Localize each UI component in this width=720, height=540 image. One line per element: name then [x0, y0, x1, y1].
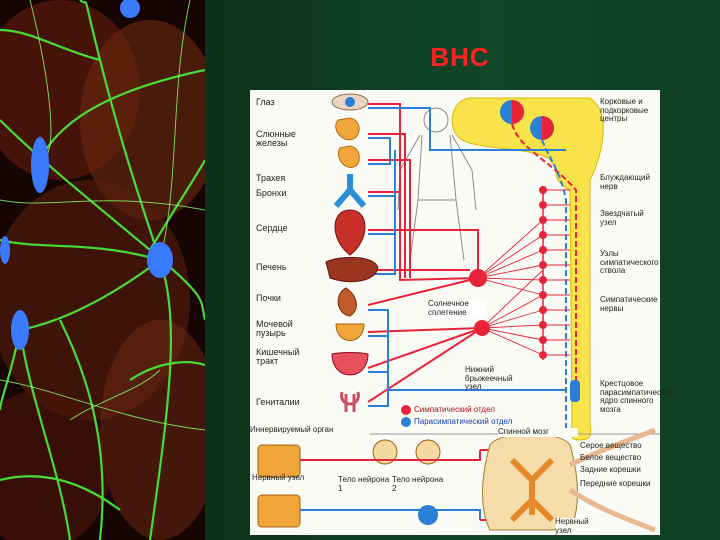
organ-label: Сердце	[256, 223, 288, 233]
liver-icon	[325, 256, 379, 283]
nucleus-shape	[0, 236, 10, 264]
neuron2-label: Тело нейрона 2	[392, 475, 444, 493]
nucleus-shape	[31, 137, 49, 193]
nucleus-shape	[120, 0, 140, 18]
reflex-arc-drawing	[250, 427, 660, 533]
white-matter-label: Белое вещество	[580, 453, 642, 462]
organ-label: Глаз	[256, 97, 275, 107]
neuron1-label: Тело нейрона 1	[338, 475, 390, 493]
nucleus-shape	[11, 310, 29, 350]
organ-label: Печень	[256, 262, 287, 272]
kidney-icon	[337, 287, 357, 317]
organ-label: Слюнные железы	[256, 129, 296, 148]
spinal-cord-label: Спинной мозг	[498, 427, 578, 437]
legend-parasympathetic-dot	[401, 417, 411, 427]
genitals-icon	[340, 391, 360, 412]
center-label: Корковые и подкорковые центры	[600, 97, 649, 123]
neuron-micrograph	[0, 0, 205, 540]
nucleus-shape	[147, 242, 173, 278]
gland-icon	[335, 117, 360, 141]
gland-icon	[338, 145, 360, 168]
organ-label: Кишечный тракт	[256, 347, 300, 366]
center-label: Звездчатый узел	[600, 209, 644, 227]
ans-diagram-drawing	[250, 93, 660, 533]
organ-label: Почки	[256, 293, 281, 303]
center-label: Крестцовое парасимпатическое ядро спинно…	[600, 379, 674, 414]
celiac-ganglion-label: Солнечное сплетение	[428, 299, 486, 317]
organ-label: Мочевой пузырь	[256, 319, 293, 338]
sympathetic-nerves	[367, 103, 483, 403]
dorsal-root-label: Задние корешки	[580, 465, 641, 474]
parasympathetic-nerves	[368, 107, 566, 407]
nerve-node-label: Нервный узел	[555, 517, 605, 535]
legend-parasympathetic-label: Парасимпатический отдел	[414, 417, 513, 426]
organ-label: Бронхи	[256, 188, 287, 198]
organ-icons	[325, 93, 379, 412]
sympathetic-fibers	[477, 189, 570, 356]
organ-label: Гениталии	[256, 397, 300, 407]
eye-icon	[345, 97, 355, 107]
nerve-node-left-label: Нервный узел	[252, 473, 305, 482]
mesenteric-ganglion-label: Нижний брыжеечный узел	[465, 365, 513, 391]
center-label: Симпатические нервы	[600, 295, 658, 313]
heart-icon	[334, 209, 366, 256]
center-label: Узлы симпатического ствола	[600, 249, 659, 275]
legend-sympathetic-label: Симпатический отдел	[414, 405, 495, 414]
innervated-organ-label: Иннервируемый орган	[250, 425, 370, 435]
ventral-root-label: Передние корешки	[580, 479, 651, 488]
slide-title: ВНС	[430, 42, 490, 72]
neuron-micrograph-image	[0, 0, 205, 540]
intestine-icon	[331, 352, 369, 376]
trachea-icon	[333, 174, 367, 208]
organ-label: Трахея	[256, 173, 286, 183]
cns-shape	[451, 97, 604, 441]
ans-diagram: Глаз Слюнные железы Трахея Бронхи Сердце…	[250, 90, 674, 535]
gray-matter-label: Серое вещество	[580, 441, 642, 450]
bladder-icon	[335, 323, 365, 341]
legend-sympathetic-dot	[401, 405, 411, 415]
center-label: Блуждающий нерв	[600, 173, 650, 191]
